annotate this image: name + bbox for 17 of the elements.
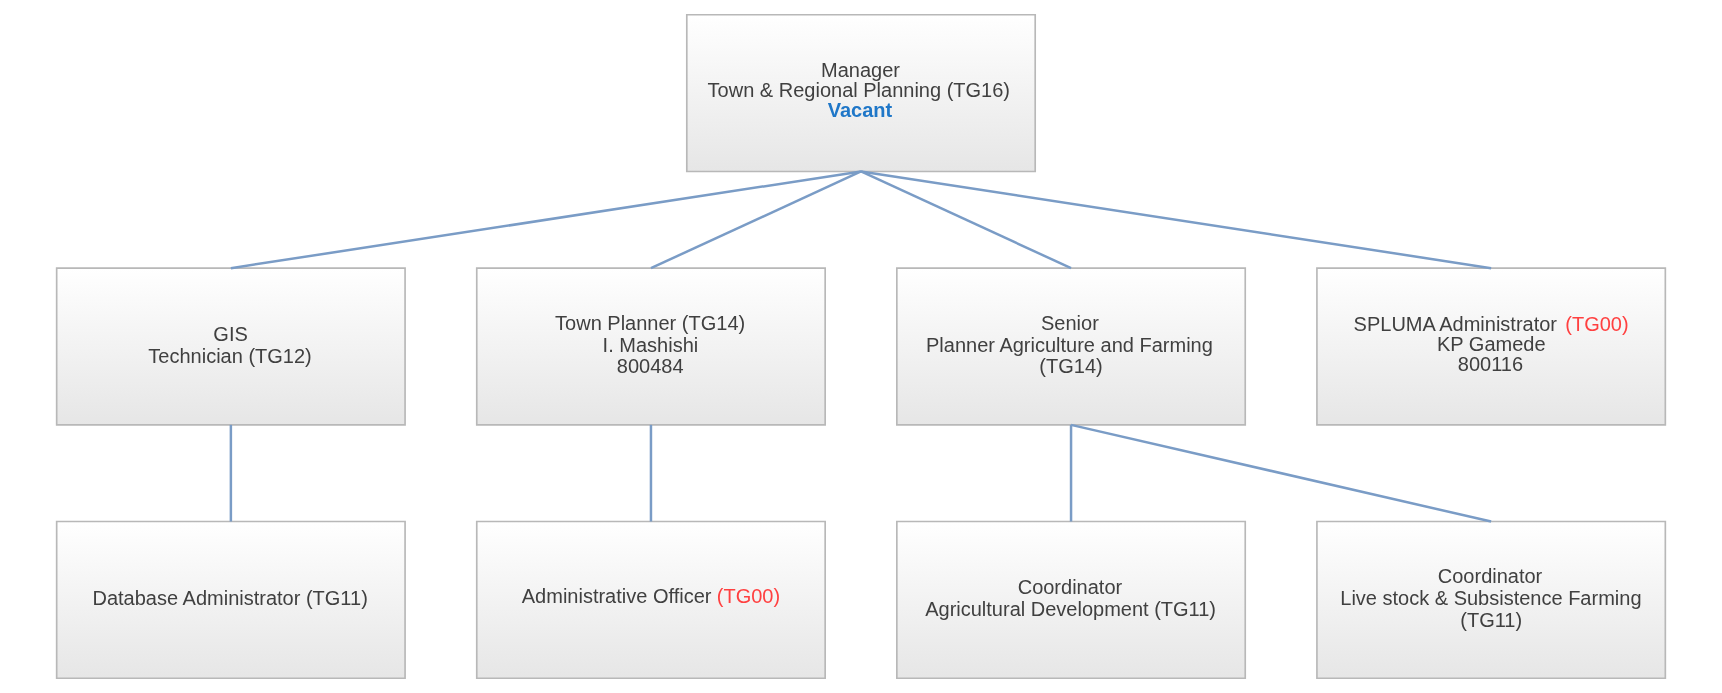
node-box: Coordinator Live stock & Subsistence Farming (TG11) <box>1316 520 1667 680</box>
node-box: Administrative Officer (TG00) <box>475 520 826 680</box>
node-box: Coordinator Agricultural Development (TG11) <box>896 520 1247 680</box>
node-box: Database Administrator (TG11) <box>55 520 406 680</box>
node-box: GIS Technician (TG12) <box>55 267 406 426</box>
connector <box>1070 423 1492 523</box>
connector <box>650 170 862 270</box>
node-box: Town Planner (TG14) I. Mashishi 800484 <box>475 267 826 426</box>
node-box: Senior Planner Agriculture and Farming (TG14) <box>896 267 1247 426</box>
connector <box>1069 424 1073 522</box>
node-box: SPLUMA Administrator (TG00) KP Gamede 800116 <box>1316 267 1667 426</box>
connector <box>230 170 862 270</box>
connector <box>860 170 1492 270</box>
connector <box>229 424 233 522</box>
node-box: Manager Town & Regional Planning (TG16) Vacant <box>685 13 1037 173</box>
connector <box>649 424 653 522</box>
connector <box>860 170 1072 270</box>
